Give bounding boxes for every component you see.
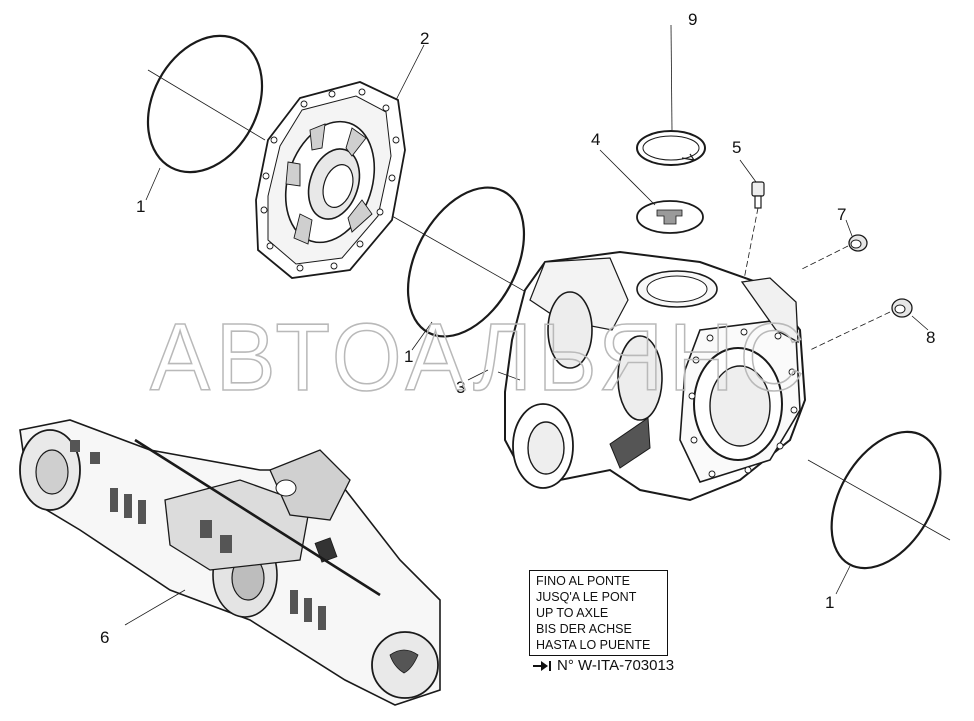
note-line-it: FINO AL PONTE <box>536 574 631 588</box>
leader-lines <box>145 44 851 595</box>
callout-3: 3 <box>456 378 465 397</box>
callout-labels: 1 2 1 3 4 9 5 7 8 1 6 <box>100 10 935 647</box>
callout-6: 6 <box>100 628 109 647</box>
axle-housing <box>497 250 807 502</box>
note-line-fr: JUSQ'A LE PONT <box>536 590 637 604</box>
applicability-note: FINO AL PONTE JUSQ'A LE PONT UP TO AXLE … <box>529 570 668 656</box>
breather-fitting <box>739 159 765 301</box>
callout-2: 2 <box>420 29 429 48</box>
arrow-to-bar-icon <box>533 660 551 671</box>
callout-4: 4 <box>591 130 600 149</box>
callout-9: 9 <box>688 10 697 29</box>
callout-1-top-left: 1 <box>136 197 145 216</box>
o-ring-top-left <box>146 34 266 174</box>
callout-8: 8 <box>926 328 935 347</box>
thrust-washer <box>599 149 704 234</box>
callout-7: 7 <box>837 205 846 224</box>
cover-flange <box>255 81 406 279</box>
note-line-de: BIS DER ACHSE <box>536 622 632 636</box>
plug-8 <box>809 298 929 351</box>
callout-1-right: 1 <box>825 593 834 612</box>
o-ring-middle <box>391 186 541 338</box>
note-line-en: UP TO AXLE <box>536 606 609 620</box>
axle-assembly <box>19 419 441 706</box>
o-ring-right <box>807 430 951 570</box>
plug-7 <box>799 219 868 271</box>
snap-ring <box>636 24 706 166</box>
serial-reference-text: N° W-ITA-703013 <box>557 657 675 674</box>
watermark-text: АВТОАЛЬЯНС <box>150 304 810 411</box>
callout-5: 5 <box>732 138 741 157</box>
note-line-es: HASTA LO PUENTE <box>536 638 651 652</box>
serial-reference: N° W-ITA-703013 <box>533 657 674 674</box>
callout-1-middle: 1 <box>404 347 413 366</box>
